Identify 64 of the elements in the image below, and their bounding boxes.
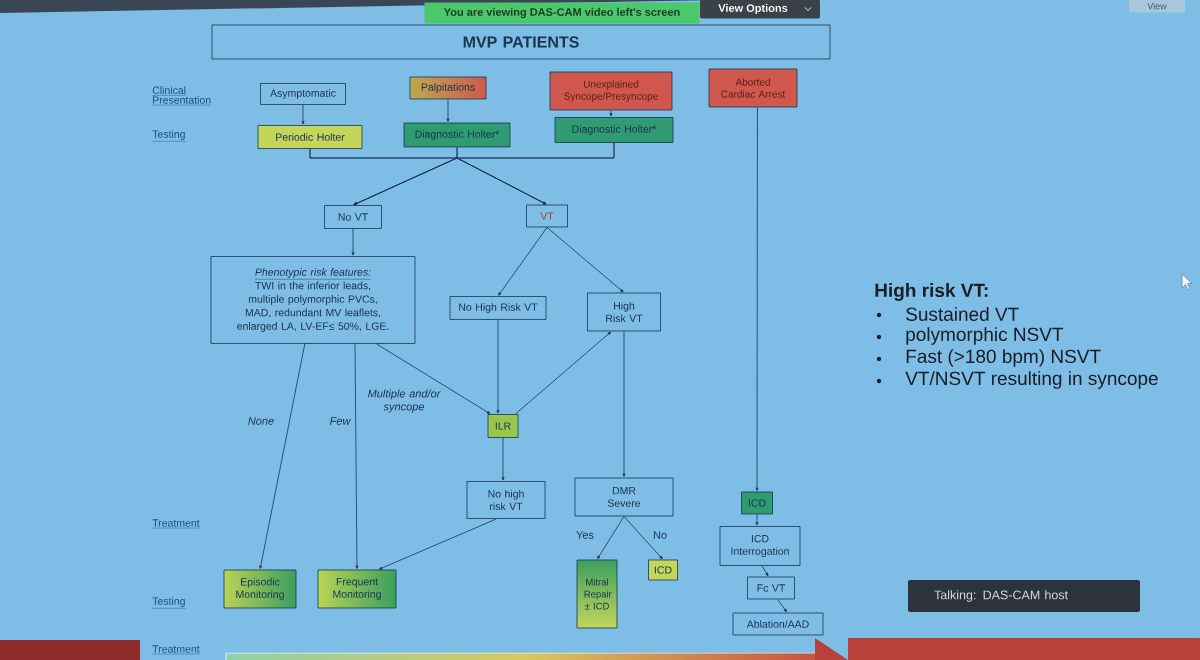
edge-label: Yes bbox=[572, 530, 598, 540]
row-label: Treatment bbox=[152, 519, 200, 529]
process-box: ILR bbox=[487, 414, 519, 438]
process-box: ICD Interrogation bbox=[719, 526, 801, 566]
process-box: Frequent Monitoring bbox=[317, 569, 397, 609]
arrow bbox=[376, 343, 491, 414]
edge-label: Few bbox=[327, 416, 353, 426]
row-label: Clinical Presentation bbox=[152, 86, 212, 106]
arrow bbox=[623, 516, 663, 560]
arrow bbox=[259, 343, 306, 569]
row-label: Treatment bbox=[152, 645, 200, 655]
row-label: Testing bbox=[152, 597, 186, 609]
process-box: Unexplained Syncope/Presyncope bbox=[549, 71, 673, 111]
process-box: Phenotypic risk features: TWI in the inferior leads, multiple polymorphic PVCs, MAD, redundant MV leaflets, enlarged LA, LV-EF≤ 50%, LGE. bbox=[210, 256, 416, 344]
list-item: VT/NSVT resulting in syncope bbox=[905, 371, 1158, 389]
row-label: Testing bbox=[152, 130, 186, 142]
status-tooltip: Talking: DAS-CAM host bbox=[908, 580, 1140, 612]
process-box: Ablation/AAD bbox=[732, 612, 824, 636]
process-box: Palpitations bbox=[409, 76, 487, 100]
arrow bbox=[498, 227, 548, 296]
process-box: Periodic Holter bbox=[257, 125, 363, 149]
process-box: ICD bbox=[648, 559, 678, 581]
process-box: Asymptomatic bbox=[260, 83, 346, 105]
process-box: Diagnostic Holter* bbox=[554, 117, 674, 143]
arrow bbox=[456, 142, 615, 205]
toolbar-button: View bbox=[1129, 0, 1185, 13]
arrow bbox=[609, 110, 613, 117]
menu-button: View Options bbox=[700, 0, 820, 19]
arrow bbox=[546, 227, 624, 293]
arrow bbox=[755, 107, 759, 491]
arrow bbox=[496, 319, 500, 414]
arrow bbox=[622, 331, 626, 477]
arrow bbox=[514, 331, 612, 415]
process-box: Fc VT bbox=[747, 576, 795, 600]
process-box: Episodic Monitoring bbox=[223, 569, 297, 609]
arrow bbox=[354, 343, 359, 569]
arrow bbox=[755, 514, 759, 526]
list-item: polymorphic NSVT bbox=[906, 327, 1064, 345]
process-box: DMR Severe bbox=[574, 477, 674, 517]
arrow bbox=[351, 228, 355, 256]
list-item: Sustained VT bbox=[906, 307, 1019, 321]
arrow bbox=[446, 99, 450, 122]
edge-label: Multiple and/or syncope bbox=[365, 388, 443, 414]
process-box: No VT bbox=[324, 205, 382, 229]
process-box: ICD bbox=[741, 491, 773, 515]
process-box: VT bbox=[526, 204, 568, 228]
process-box: No high risk VT bbox=[466, 481, 546, 519]
arrow bbox=[597, 516, 625, 560]
process-box: High Risk VT bbox=[587, 292, 661, 332]
arrow bbox=[378, 518, 497, 570]
process-box: Diagnostic Holter* bbox=[403, 122, 511, 148]
edge-label: None bbox=[244, 416, 278, 426]
arrow bbox=[777, 599, 787, 613]
list-item: Fast (>180 bpm) NSVT bbox=[906, 349, 1101, 367]
title-box: MVP PATIENTS bbox=[211, 24, 831, 60]
arrow bbox=[301, 104, 305, 125]
process-box: No High Risk VT bbox=[449, 296, 547, 320]
edge-label: No bbox=[650, 530, 670, 540]
arrow bbox=[501, 437, 505, 481]
process-box: Aborted Cardiac Arrest bbox=[708, 68, 798, 108]
arrow bbox=[761, 565, 769, 577]
process-box: Mitral Repair ± ICD bbox=[576, 559, 618, 629]
notification-banner: You are viewing DAS-CAM video left's screen bbox=[424, 2, 700, 24]
list-heading: High risk VT: bbox=[875, 283, 988, 301]
